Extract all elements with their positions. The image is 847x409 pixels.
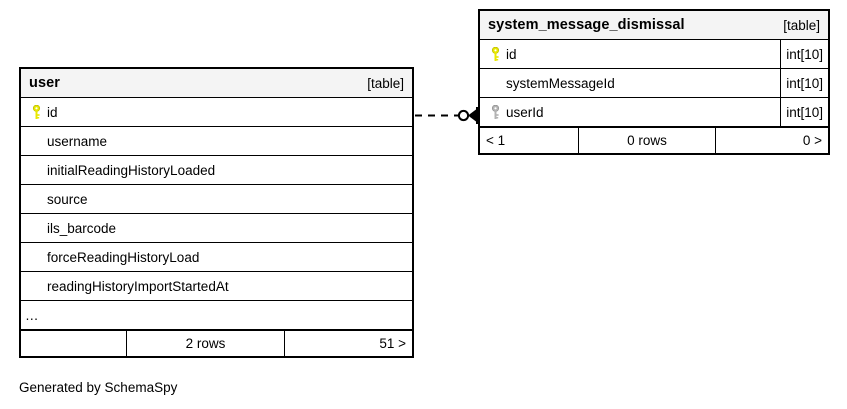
column-type-cell: int[10] [780,40,828,68]
entity-table-user[interactable]: user [table] id usern [19,67,414,358]
table-row[interactable]: userId int[10] [480,98,828,127]
table-title: user [29,75,61,91]
column-label: forceReadingHistoryLoad [47,249,200,265]
column-name-cell: systemMessageId [480,69,780,97]
table-footer-user: 2 rows 51 > [21,330,412,356]
primary-key-icon [486,46,504,62]
column-name-cell: username [21,127,412,155]
entity-table-system-message-dismissal[interactable]: system_message_dismissal [table] id int[… [478,9,830,155]
diagram-caption: Generated by SchemaSpy [19,380,178,395]
column-name-cell: userId [480,98,780,126]
column-label: username [47,133,108,149]
column-label: initialReadingHistoryLoaded [47,162,216,178]
column-name-cell: source [21,185,412,213]
footer-rowcount-cell: 2 rows [126,331,284,356]
column-name-cell: readingHistoryImportStartedAt [21,272,412,300]
column-label: systemMessageId [506,75,615,91]
column-label: readingHistoryImportStartedAt [47,278,229,294]
table-row[interactable]: ils_barcode [21,214,412,243]
column-name-cell: … [21,301,412,329]
column-name-cell: id [480,40,780,68]
column-name-cell: ils_barcode [21,214,412,242]
table-row[interactable]: id int[10] [480,40,828,69]
footer-prev-cell[interactable] [21,331,126,356]
footer-next-cell[interactable]: 51 > [284,331,412,356]
column-label: ils_barcode [47,220,117,236]
table-header-user: user [table] [21,69,412,98]
table-row[interactable]: initialReadingHistoryLoaded [21,156,412,185]
table-row[interactable]: systemMessageId int[10] [480,69,828,98]
table-row[interactable]: forceReadingHistoryLoad [21,243,412,272]
table-footer-system-message-dismissal: < 1 0 rows 0 > [480,127,828,153]
relationship-connector-user-id-to-system-message-dismissal-userid [415,107,478,124]
table-row[interactable]: id [21,98,412,127]
column-type-cell: int[10] [780,69,828,97]
table-title: system_message_dismissal [488,17,685,33]
table-header-system-message-dismissal: system_message_dismissal [table] [480,11,828,40]
foreign-key-icon [486,104,504,120]
column-label: … [25,307,40,323]
footer-rowcount-cell: 0 rows [578,128,715,153]
column-label: id [47,104,58,120]
table-type-tag: [table] [367,75,404,91]
table-row-more-columns[interactable]: … [21,301,412,330]
column-type-cell: int[10] [780,98,828,126]
column-label: source [47,191,88,207]
column-label: userId [506,104,544,120]
column-name-cell: forceReadingHistoryLoad [21,243,412,271]
table-row[interactable]: source [21,185,412,214]
footer-next-cell[interactable]: 0 > [715,128,828,153]
column-name-cell: id [21,98,412,126]
footer-prev-cell[interactable]: < 1 [486,133,506,148]
table-type-tag: [table] [783,17,820,33]
primary-key-icon [27,104,45,120]
column-name-cell: initialReadingHistoryLoaded [21,156,412,184]
table-row[interactable]: username [21,127,412,156]
column-label: id [506,46,517,62]
table-row[interactable]: readingHistoryImportStartedAt [21,272,412,301]
